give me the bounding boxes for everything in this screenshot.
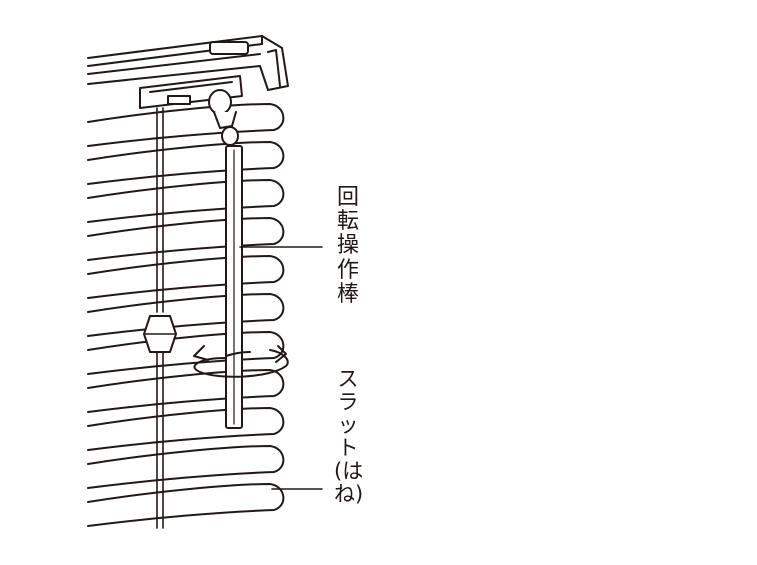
rotation-rod-label: 回転操作棒 [336,185,359,307]
slat [87,103,285,147]
slat [87,483,285,527]
slat [87,293,285,337]
slat [87,407,285,451]
wand-joint [221,126,239,146]
wand-hook [208,89,232,115]
slat [87,331,285,375]
slat [87,255,285,299]
tilter-bracket [139,75,243,109]
slat [87,217,285,261]
rotation-arrow-icon [193,345,289,378]
lift-cord [143,107,177,529]
slats [87,103,285,527]
rotation-rod [208,89,243,429]
slat [87,445,285,489]
slat [87,179,285,223]
head-rail [87,35,289,91]
slat [87,141,285,185]
slat-label: スラット(はね) [334,367,364,507]
